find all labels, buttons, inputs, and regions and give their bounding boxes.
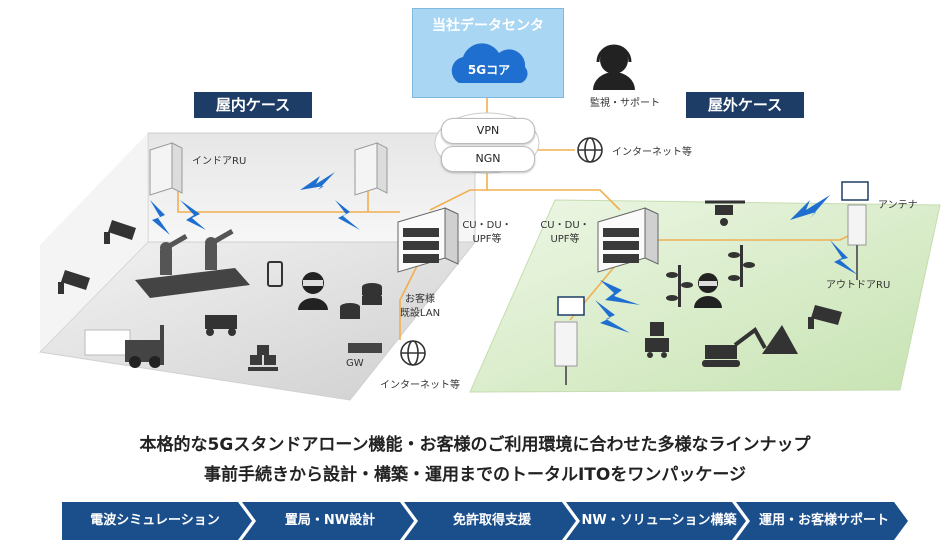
indoor-server-label-2: UPF等: [472, 234, 502, 245]
lan-label-2: 既設LAN: [399, 308, 441, 319]
5g-core-cloud-icon: [451, 43, 528, 83]
forklift: [84, 325, 164, 368]
headline-1: 本格的な5Gスタンドアローン機能・お客様のご利用環境に合わせた多様なラインナップ: [139, 435, 811, 455]
outdoor-floor: [469, 199, 941, 393]
step-radio-simulation: 電波シミュレーション: [90, 513, 220, 528]
drone-icon: [705, 200, 745, 226]
5g-core-label: 5Gコア: [467, 63, 511, 77]
lan-label-1: お客様: [405, 294, 435, 305]
excavator-icon: [702, 327, 767, 367]
pallet-boxes: [248, 345, 278, 371]
step-site-nw-design: 置局・NW設計: [284, 513, 376, 528]
outdoor-worker-icon: [694, 273, 722, 308]
signal-bolts: [150, 172, 858, 333]
smartphone-icon: [267, 261, 283, 287]
ngn-internet-label: インターネット等: [612, 147, 692, 158]
outdoor-ru-label: アウトドアRU: [826, 280, 891, 291]
outdoor-server-rack: [597, 207, 659, 273]
database-icon: [340, 283, 382, 319]
plant-icons: [666, 245, 755, 307]
indoor-ru-label: インドアRU: [192, 156, 247, 167]
robot-icon: [645, 322, 669, 358]
outdoor-antenna-post: [841, 181, 869, 280]
step-operation-support: 運用・お客様サポート: [758, 513, 889, 528]
cart: [205, 315, 237, 336]
factory-line: [135, 229, 250, 298]
mountain-icon: [762, 325, 798, 354]
indoor-server-rack: [397, 207, 459, 273]
indoor-case-banner: 屋内ケース: [194, 92, 312, 118]
indoor-worker-icon: [298, 272, 328, 310]
outdoor-ru-post: [554, 296, 585, 385]
indoor-ru-right: [354, 142, 388, 196]
indoor-ru-left: [149, 142, 183, 196]
outdoor-case-banner: 屋外ケース: [686, 92, 804, 118]
datacenter-title: 当社データセンタ: [432, 18, 544, 34]
gateway-icon: [348, 343, 382, 353]
indoor-internet-label: インターネット等: [380, 380, 460, 391]
support-label: 監視・サポート: [590, 98, 660, 109]
outdoor-server-label-2: UPF等: [550, 234, 580, 245]
globe-icon-ngn: [577, 137, 603, 163]
vpn-pill: VPN: [441, 118, 535, 144]
globe-icon-indoor: [400, 340, 426, 366]
ngn-pill: NGN: [441, 146, 535, 172]
outdoor-server-label-1: CU・DU・: [540, 220, 590, 231]
process-steps: 電波シミュレーション 置局・NW設計 免許取得支援 NW・ソリューション構築 運…: [62, 502, 908, 540]
process-arrows: [62, 502, 908, 540]
gw-label: GW: [346, 358, 364, 369]
step-license-support: 免許取得支援: [452, 513, 531, 528]
antenna-label: アンテナ: [878, 200, 918, 211]
camera-icons: [58, 220, 842, 329]
indoor-server-label-1: CU・DU・: [462, 220, 512, 231]
datacenter-box: 当社データセンタ 5Gコア: [412, 8, 564, 98]
headline-2: 事前手続きから設計・構築・運用までのトータルITOをワンパッケージ: [203, 465, 747, 485]
network-wires: [177, 96, 861, 340]
operator-headset-icon: [593, 44, 635, 90]
step-nw-solution-build: NW・ソリューション構築: [581, 513, 737, 528]
